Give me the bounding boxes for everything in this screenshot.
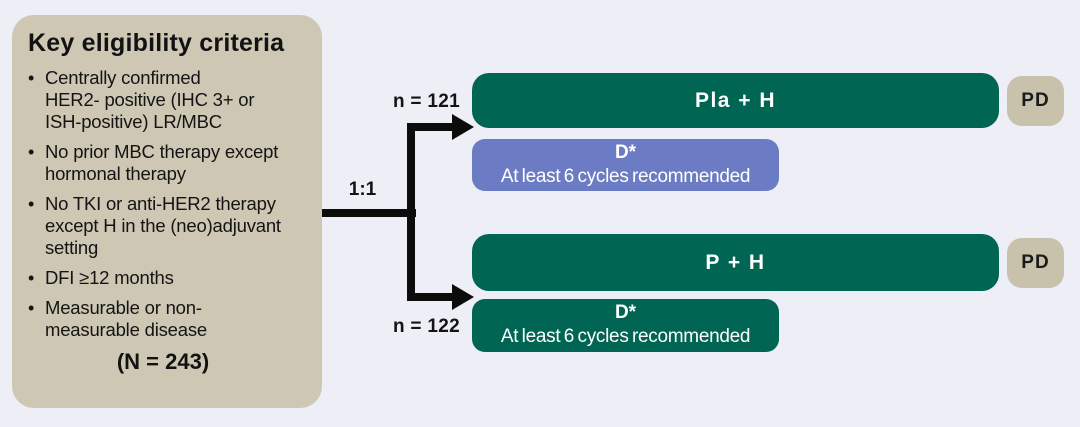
eligibility-item: No TKI or anti-HER2 therapy except H in … xyxy=(26,193,310,259)
arm2-treatment-bar: P + H xyxy=(472,234,999,291)
arm1-chemo-note: At least 6 cycles recommended xyxy=(500,166,751,187)
arm2-chemo-title: D* xyxy=(614,302,637,323)
eligibility-list: Centrally confirmed HER2- positive (IHC … xyxy=(26,67,310,341)
eligibility-item: No prior MBC therapy except hormonal the… xyxy=(26,141,310,185)
arm2-treatment-label: P + H xyxy=(705,250,766,274)
eligibility-item: Measurable or non- measurable disease xyxy=(26,297,310,341)
branch-line xyxy=(407,123,415,301)
arm1-chemo-box: D* At least 6 cycles recommended xyxy=(472,139,779,191)
arm1-pd-box: PD xyxy=(1007,76,1064,126)
arm2-chemo-box: D* At least 6 cycles recommended xyxy=(472,299,779,352)
arm1-treatment-bar: Pla + H xyxy=(472,73,999,128)
arm1-n-label: n = 121 xyxy=(392,91,460,112)
arm2-arrow-shaft xyxy=(407,293,454,301)
eligibility-item: Centrally confirmed HER2- positive (IHC … xyxy=(26,67,310,133)
arm2-arrowhead-icon xyxy=(452,284,474,310)
arm2-pd-box: PD xyxy=(1007,238,1064,288)
randomization-line xyxy=(322,209,416,217)
panel-title: Key eligibility criteria xyxy=(28,29,285,57)
arm1-treatment-label: Pla + H xyxy=(694,88,777,112)
arm2-chemo-note: At least 6 cycles recommended xyxy=(500,326,751,347)
eligibility-panel: Key eligibility criteria Centrally confi… xyxy=(12,15,322,408)
eligibility-item: DFI ≥12 months xyxy=(26,267,310,289)
arm1-chemo-title: D* xyxy=(614,142,637,163)
randomization-ratio: 1:1 xyxy=(348,179,377,200)
arm1-arrowhead-icon xyxy=(452,114,474,140)
arm1-arrow-shaft xyxy=(407,123,454,131)
total-enrollment: (N = 243) xyxy=(116,349,210,374)
arm2-n-label: n = 122 xyxy=(392,316,460,337)
